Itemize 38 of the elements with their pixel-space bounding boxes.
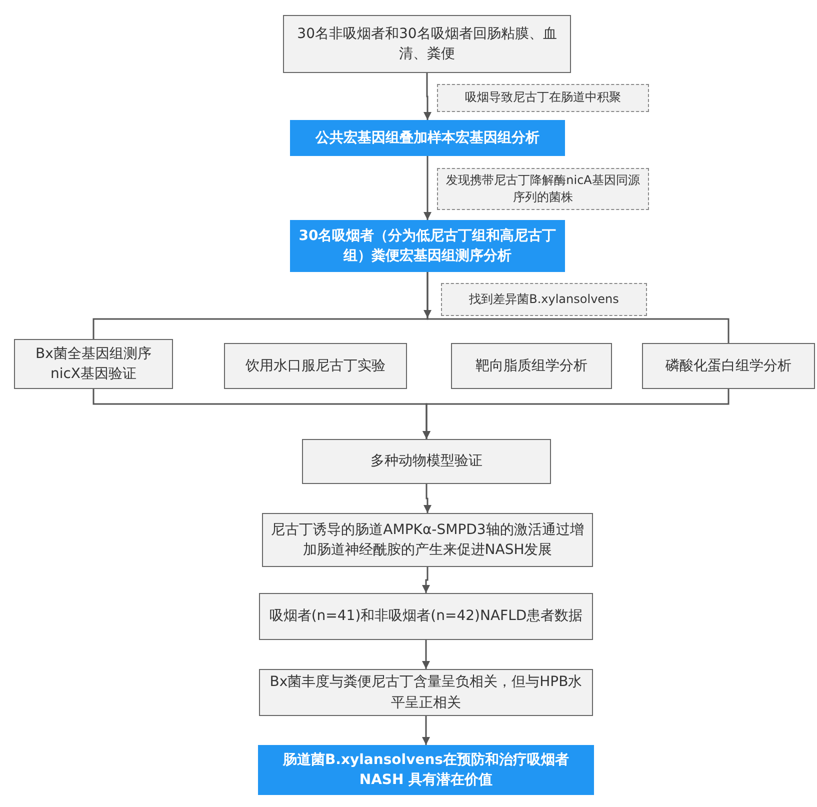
process-box	[259, 593, 593, 640]
highlighted-box	[258, 745, 594, 795]
process-box	[262, 513, 593, 567]
arrow	[422, 567, 430, 593]
process-box	[283, 15, 571, 73]
highlighted-box	[290, 220, 565, 272]
arrow	[424, 73, 432, 120]
note-box	[441, 283, 647, 316]
box-text: 吸烟导致尼古丁在肠道中积聚	[465, 89, 621, 106]
box-text: 找到差异菌B.xylansolvens	[469, 290, 619, 308]
arrow	[422, 716, 430, 745]
process-box	[451, 343, 612, 389]
process-box	[14, 339, 173, 389]
box-text: 30名非吸烟者和30名吸烟者回肠粘膜、血清、粪便	[296, 24, 558, 64]
box-text: 多种动物模型验证	[370, 452, 482, 472]
connector-line	[426, 272, 730, 343]
arrow	[424, 156, 432, 220]
arrow	[422, 389, 730, 439]
note-box	[437, 168, 649, 210]
process-box	[224, 343, 407, 389]
arrow	[424, 484, 432, 513]
box-text: 30名吸烟者（分为低尼古丁组和高尼古丁组）粪便宏基因组测序分析	[298, 226, 557, 266]
box-text: 靶向脂质组学分析	[476, 356, 588, 376]
box-text: Bx菌丰度与粪便尼古丁含量呈负相关，但与HPB水平呈正相关	[268, 673, 584, 712]
arrow	[422, 640, 430, 669]
box-text: 尼古丁诱导的肠道AMPKα-SMPD3轴的激活通过增加肠道神经酰胺的产生来促进NASH发展	[271, 520, 584, 560]
process-box	[642, 343, 815, 389]
box-text: 磷酸化蛋白组学分析	[666, 356, 792, 376]
box-text: 肠道菌B.xylansolvens在预防和治疗吸烟者NASH 具有潜在价值	[282, 750, 570, 790]
box-text: Bx菌全基因组测序nicX基因验证	[34, 344, 152, 384]
box-text: 饮用水口服尼古丁实验	[246, 356, 386, 376]
process-box	[259, 669, 593, 716]
box-text: 吸烟者(n=41)和非吸烟者(n=42)NAFLD患者数据	[269, 607, 583, 626]
highlighted-box	[290, 120, 565, 156]
box-text: 发现携带尼古丁降解酶nicA基因同源序列的菌株	[446, 172, 640, 206]
box-text: 公共宏基因组叠加样本宏基因组分析	[316, 128, 540, 148]
process-box	[302, 439, 551, 484]
note-box	[437, 84, 649, 112]
